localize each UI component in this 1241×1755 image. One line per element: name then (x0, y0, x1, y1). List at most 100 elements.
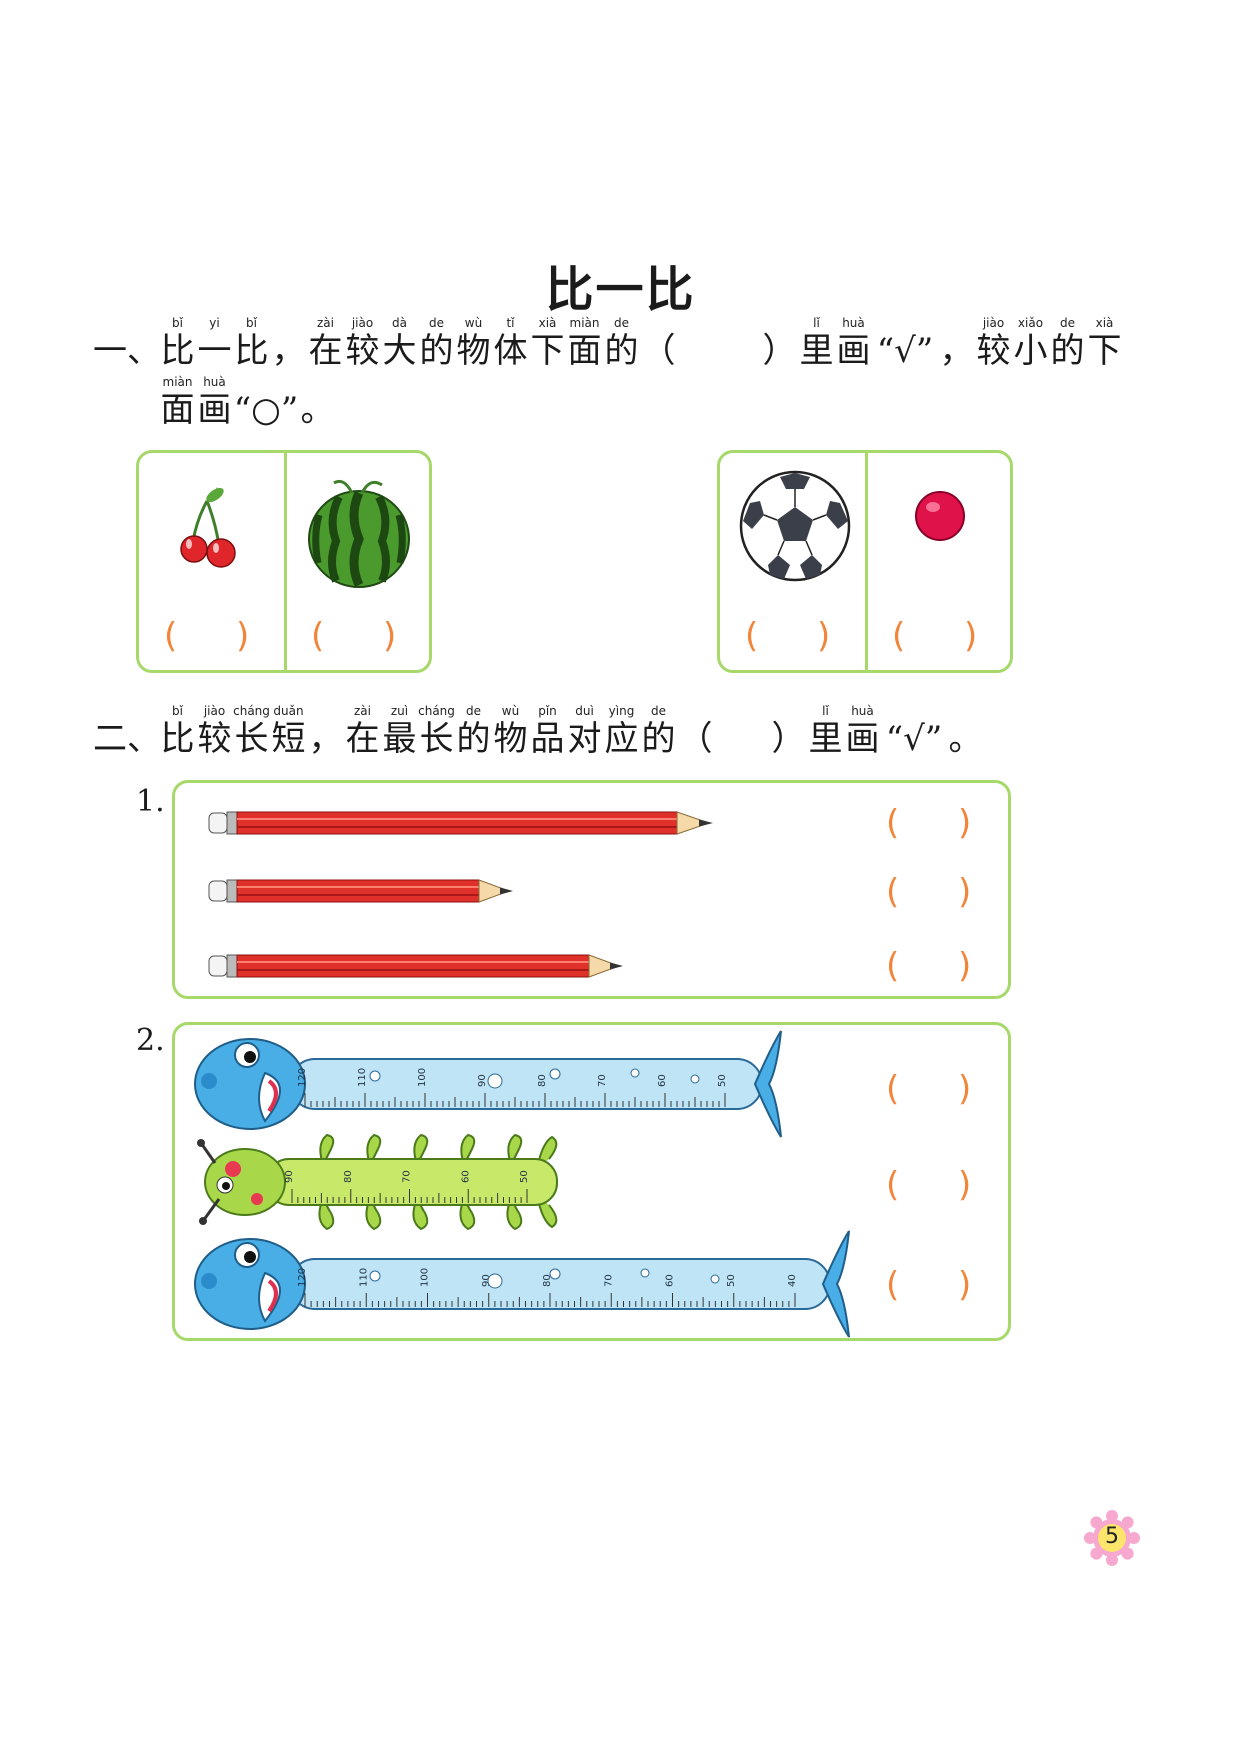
page-number-badge: 5 (1084, 1510, 1140, 1566)
answer-paren-left[interactable]: ( (745, 616, 759, 656)
soccer-ball-image (739, 470, 851, 582)
ruler-tick-label: 110 (358, 1268, 369, 1287)
hanzi: 里 (799, 331, 834, 371)
answer-paren-left[interactable]: ( (886, 803, 900, 843)
cherry-image (180, 487, 236, 568)
pinyin: lǐ (822, 704, 829, 718)
pencil-long (208, 811, 713, 835)
answer-paren-left[interactable]: ( (886, 1165, 900, 1205)
character-with-pinyin: ， (938, 315, 975, 371)
hanzi: 长 (419, 719, 454, 759)
answer-paren-right[interactable]: ) (958, 872, 972, 912)
pinyin: miàn (569, 316, 600, 330)
answer-paren-right[interactable]: ) (958, 1265, 972, 1305)
hanzi: 最 (382, 719, 417, 759)
ruler-tick-label: 80 (542, 1274, 553, 1287)
pinyin: wù (501, 704, 520, 718)
q2-box-pencils: ( ) ( ) ( ) (172, 780, 1011, 999)
answer-paren-left[interactable]: ( (886, 1265, 900, 1305)
character-with-pinyin: “√” (872, 315, 938, 371)
pencils-image (208, 811, 713, 978)
hanzi: 较 (976, 331, 1011, 371)
hanzi: 物 (456, 331, 491, 371)
pinyin: jiào (351, 316, 374, 330)
hanzi: ） (771, 719, 806, 759)
hanzi: 。 (300, 390, 335, 430)
character-with-pinyin: “○” (233, 374, 299, 430)
answer-paren-right[interactable]: ) (964, 616, 978, 656)
hanzi: 的 (604, 331, 639, 371)
ruler-tick-label: 100 (420, 1268, 431, 1287)
pinyin: bǐ (246, 316, 257, 330)
answer-paren-left[interactable]: ( (311, 616, 325, 656)
ruler-tick-label: 80 (343, 1170, 354, 1183)
pinyin: cháng (418, 704, 455, 718)
answer-paren-left[interactable]: ( (886, 1069, 900, 1109)
hanzi: 。 (948, 719, 983, 759)
answer-paren-right[interactable]: ) (958, 1165, 972, 1205)
ruler-tick-label: 70 (402, 1170, 413, 1183)
ruler-tick-label: 50 (726, 1274, 737, 1287)
ruler-tick-label: 100 (417, 1068, 428, 1087)
watermelon-image (308, 479, 410, 588)
hanzi: 比 (160, 719, 195, 759)
pinyin: dà (392, 316, 407, 330)
answer-paren-left[interactable]: ( (164, 616, 178, 656)
hanzi: 的 (1050, 331, 1085, 371)
answer-paren-right[interactable]: ) (958, 803, 972, 843)
pinyin: miàn (162, 375, 193, 389)
answer-paren-right[interactable]: ) (817, 616, 831, 656)
hanzi: 下 (530, 331, 565, 371)
q1-box-balls: ( ) ( ) (717, 450, 1013, 673)
answer-paren-left[interactable]: ( (886, 872, 900, 912)
pinyin: xià (1095, 316, 1114, 330)
pinyin: xià (538, 316, 557, 330)
pinyin: xiǎo (1017, 316, 1044, 330)
hanzi: 体 (493, 331, 528, 371)
answer-paren-right[interactable]: ) (958, 1069, 972, 1109)
answer-paren-left[interactable]: ( (892, 616, 906, 656)
pinyin: wù (464, 316, 483, 330)
character-with-pinyin: ， (270, 315, 307, 371)
answer-paren-right[interactable]: ) (236, 616, 250, 656)
pinyin: zuì (390, 704, 409, 718)
pinyin: tǐ (506, 316, 515, 330)
hanzi: 的 (456, 719, 491, 759)
hanzi: 下 (1087, 331, 1122, 371)
answer-paren-left[interactable]: ( (886, 946, 900, 986)
answer-paren-right[interactable]: ) (958, 946, 972, 986)
page-number: 5 (1105, 1524, 1119, 1549)
character-with-pinyin: ） (761, 315, 798, 371)
answer-paren-right[interactable]: ) (383, 616, 397, 656)
hanzi: 的 (419, 331, 454, 371)
character-with-pinyin: “√” (881, 703, 947, 759)
question-1-marker: 一、 (93, 331, 161, 371)
hanzi: ， (939, 331, 974, 371)
pinyin: bǐ (172, 704, 183, 718)
